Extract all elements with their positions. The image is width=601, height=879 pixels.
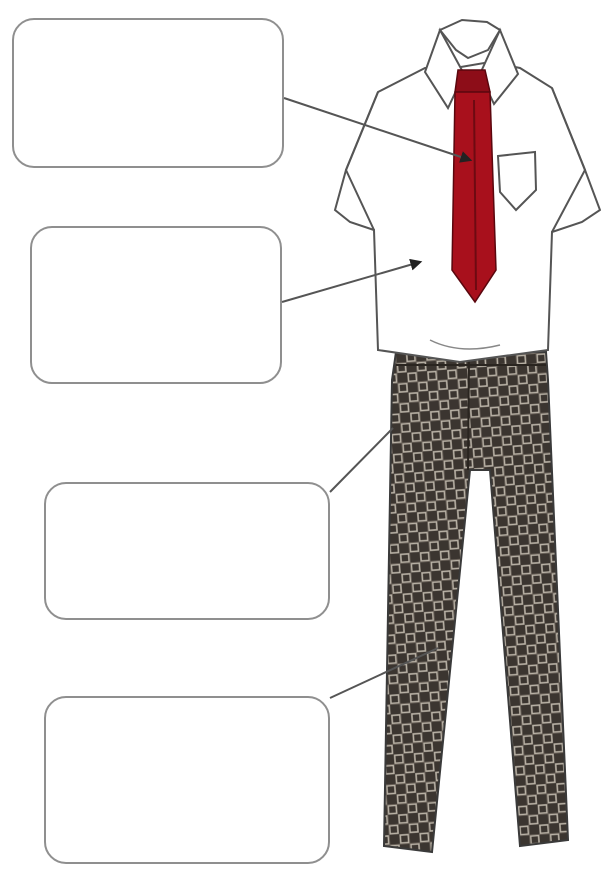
- necktie-icon: [452, 70, 496, 302]
- leader-line-shirt: [282, 262, 420, 302]
- trousers-icon: [384, 352, 568, 852]
- label-box-trousers[interactable]: [44, 696, 330, 864]
- leader-line-belt: [330, 428, 393, 492]
- short-sleeve-shirt-icon: [335, 20, 600, 362]
- label-box-belt[interactable]: [44, 482, 330, 620]
- leader-line-trousers: [330, 648, 438, 698]
- label-box-shirt[interactable]: [30, 226, 282, 384]
- leader-line-tie: [284, 98, 470, 160]
- label-box-tie[interactable]: [12, 18, 284, 168]
